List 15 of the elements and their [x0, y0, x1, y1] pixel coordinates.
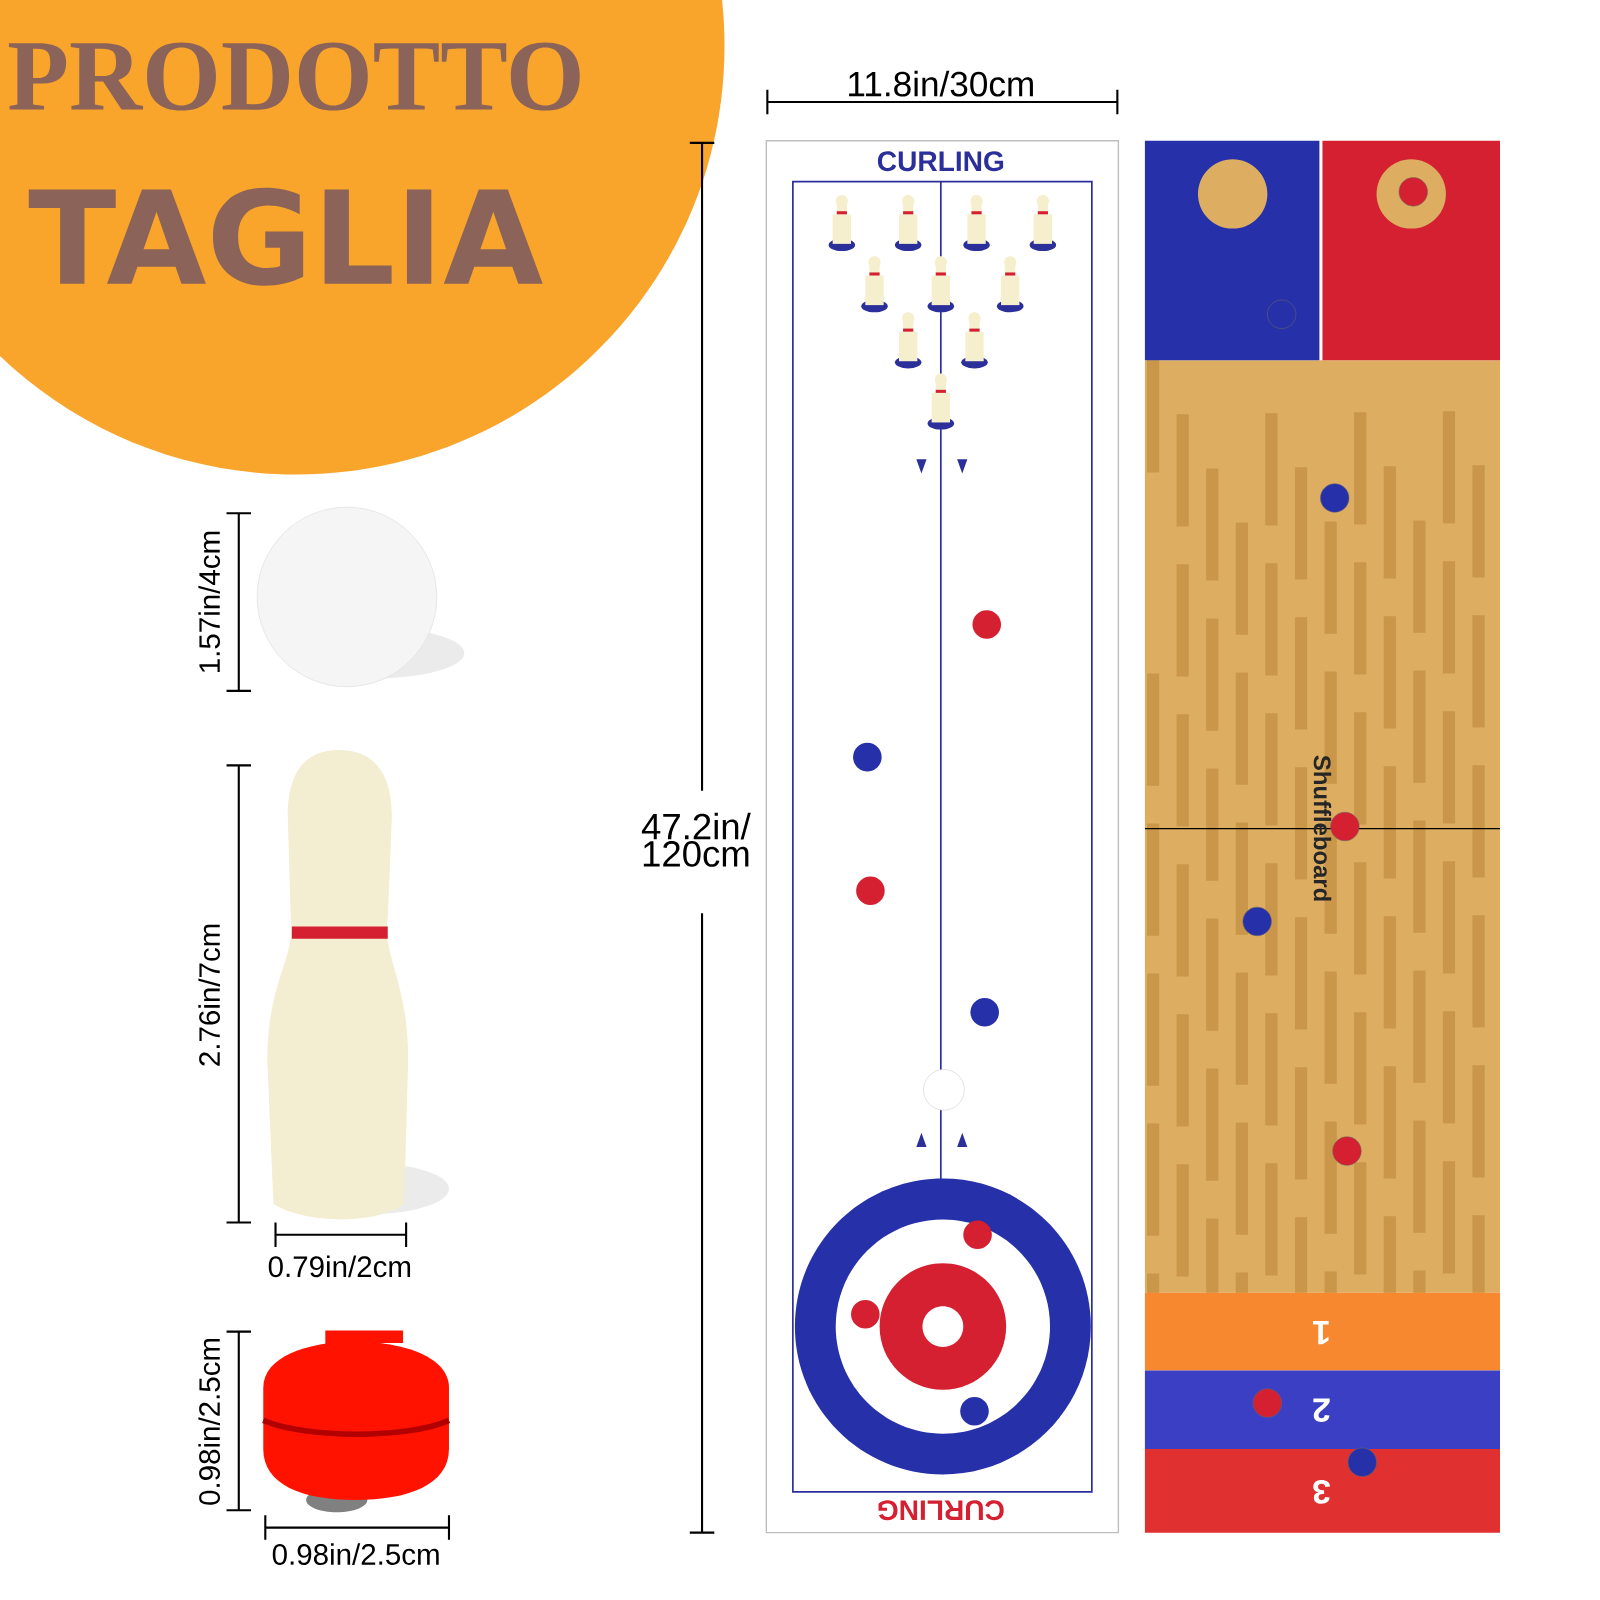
board-label: Shuffleboard [1313, 755, 1332, 901]
heading: PRODOTTO [8, 42, 580, 111]
dimension-label: 1.57in/4cm [198, 531, 220, 672]
board-label: CURLING [878, 1500, 1004, 1521]
dimension-label: 0.79in/2cm [268, 1255, 411, 1278]
zone-number: 3 [1313, 1479, 1331, 1504]
zone-number: 1 [1313, 1321, 1329, 1345]
dimension-label: 11.8in/30cm [849, 70, 1033, 97]
heading: TAGLIA [28, 187, 543, 286]
dimension-label: 2.76in/7cm [198, 924, 220, 1066]
zone-number: 2 [1313, 1398, 1330, 1422]
dimension-label: 0.98in/2.5cm [272, 1543, 439, 1565]
board-label: CURLING [877, 151, 1004, 172]
dimension-label: 0.98in/2.5cm [198, 1338, 220, 1505]
dimension-label: 47.2in/ 120cm [641, 812, 751, 867]
